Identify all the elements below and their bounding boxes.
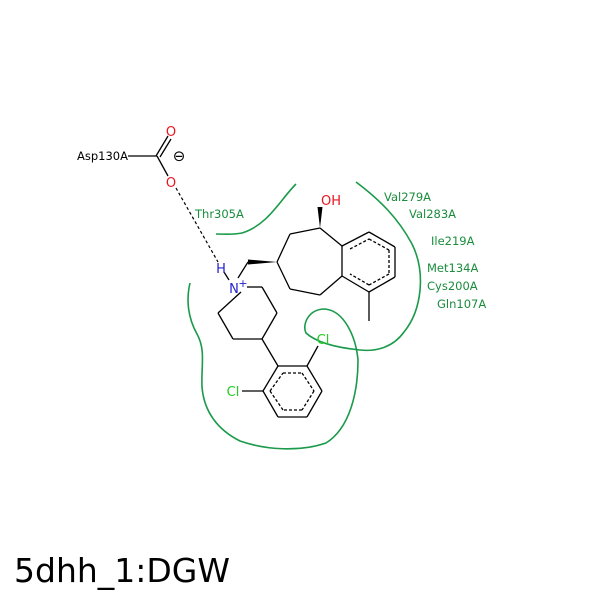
hydrogen-bond	[175, 187, 219, 263]
nitrogen-charge: +	[238, 277, 247, 290]
carboxylate-charge: ⊖	[173, 147, 186, 165]
carboxylate-oxygen-bottom: O	[166, 176, 176, 191]
residue-asp130: Asp130A	[77, 149, 128, 163]
nitrogen-label: N	[229, 282, 239, 297]
atom-labels: O O ⊖ OH H N + Cl Cl	[166, 125, 341, 400]
hydroxyl-label: OH	[321, 194, 341, 209]
wedge-bond-oh	[317, 207, 323, 228]
residue-labels: Asp130A Thr305A Val279A Val283A Ile219A …	[77, 149, 486, 311]
bond-c-o-top-b	[159, 138, 172, 158]
residue-met134: Met134A	[427, 261, 478, 275]
wedge-bond-ch2	[248, 259, 277, 265]
residue-val283: Val283A	[409, 207, 456, 221]
pocket-arc-main	[187, 181, 422, 450]
residue-cys200: Cys200A	[427, 279, 478, 293]
bond-c-o-top-a	[155, 135, 169, 157]
residue-ile219: Ile219A	[431, 234, 475, 248]
chlorine-left-label: Cl	[227, 385, 240, 400]
asp130-carboxylate	[128, 135, 172, 177]
bond-c-o-bottom	[156, 155, 169, 177]
binding-pocket-outline	[187, 181, 422, 450]
residue-thr305: Thr305A	[194, 207, 244, 221]
chlorine-right-label: Cl	[317, 333, 330, 348]
hydrogen-label: H	[216, 262, 226, 277]
pocket-arc-thr305	[215, 183, 297, 236]
residue-val279: Val279A	[384, 190, 431, 204]
residue-gln107: Gln107A	[437, 297, 486, 311]
ligand-title: 5dhh_1:DGW	[14, 551, 230, 590]
carboxylate-oxygen-top: O	[166, 125, 176, 140]
ligand-skeleton	[217, 227, 396, 418]
